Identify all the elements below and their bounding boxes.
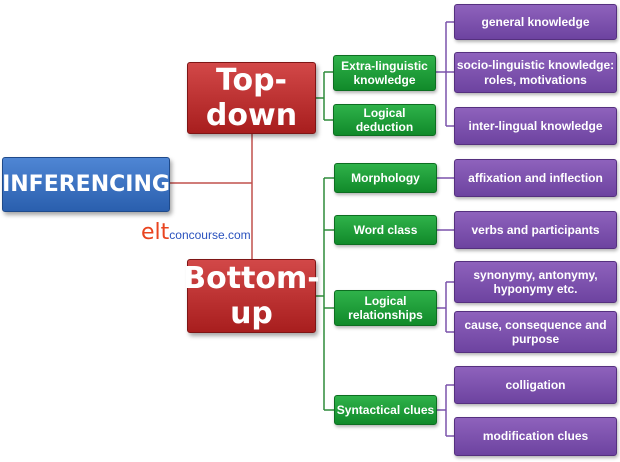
top-down-node: Top-down: [187, 62, 316, 134]
verbs-participants-node: verbs and participants: [454, 211, 617, 249]
word-class-node: Word class: [334, 215, 437, 245]
syntactical-clues-node: Syntactical clues: [334, 395, 437, 425]
logo-elt: elt: [141, 220, 170, 245]
extra-linguistic-knowledge-node: Extra-linguistic knowledge: [333, 55, 436, 91]
socio-linguistic-knowledge-node: socio-linguistic knowledge: roles, motiv…: [454, 52, 617, 93]
inferencing-root: INFERENCING: [2, 157, 170, 212]
logical-relationships-node: Logical relationships: [334, 290, 437, 326]
morphology-node: Morphology: [334, 163, 437, 193]
inter-lingual-knowledge-node: inter-lingual knowledge: [454, 107, 617, 145]
general-knowledge-node: general knowledge: [454, 4, 617, 40]
logical-deduction-node: Logical deduction: [333, 104, 436, 136]
cause-consequence-node: cause, consequence and purpose: [454, 311, 617, 353]
affixation-inflection-node: affixation and inflection: [454, 159, 617, 197]
bottom-up-node: Bottom-up: [183, 259, 320, 333]
eltconcourse-logo: eltconcourse.com: [141, 220, 251, 245]
colligation-node: colligation: [454, 366, 617, 404]
logo-concourse: concourse.com: [169, 228, 251, 242]
synonymy-node: synonymy, antonymy, hyponymy etc.: [454, 261, 617, 303]
modification-clues-node: modification clues: [454, 417, 617, 456]
